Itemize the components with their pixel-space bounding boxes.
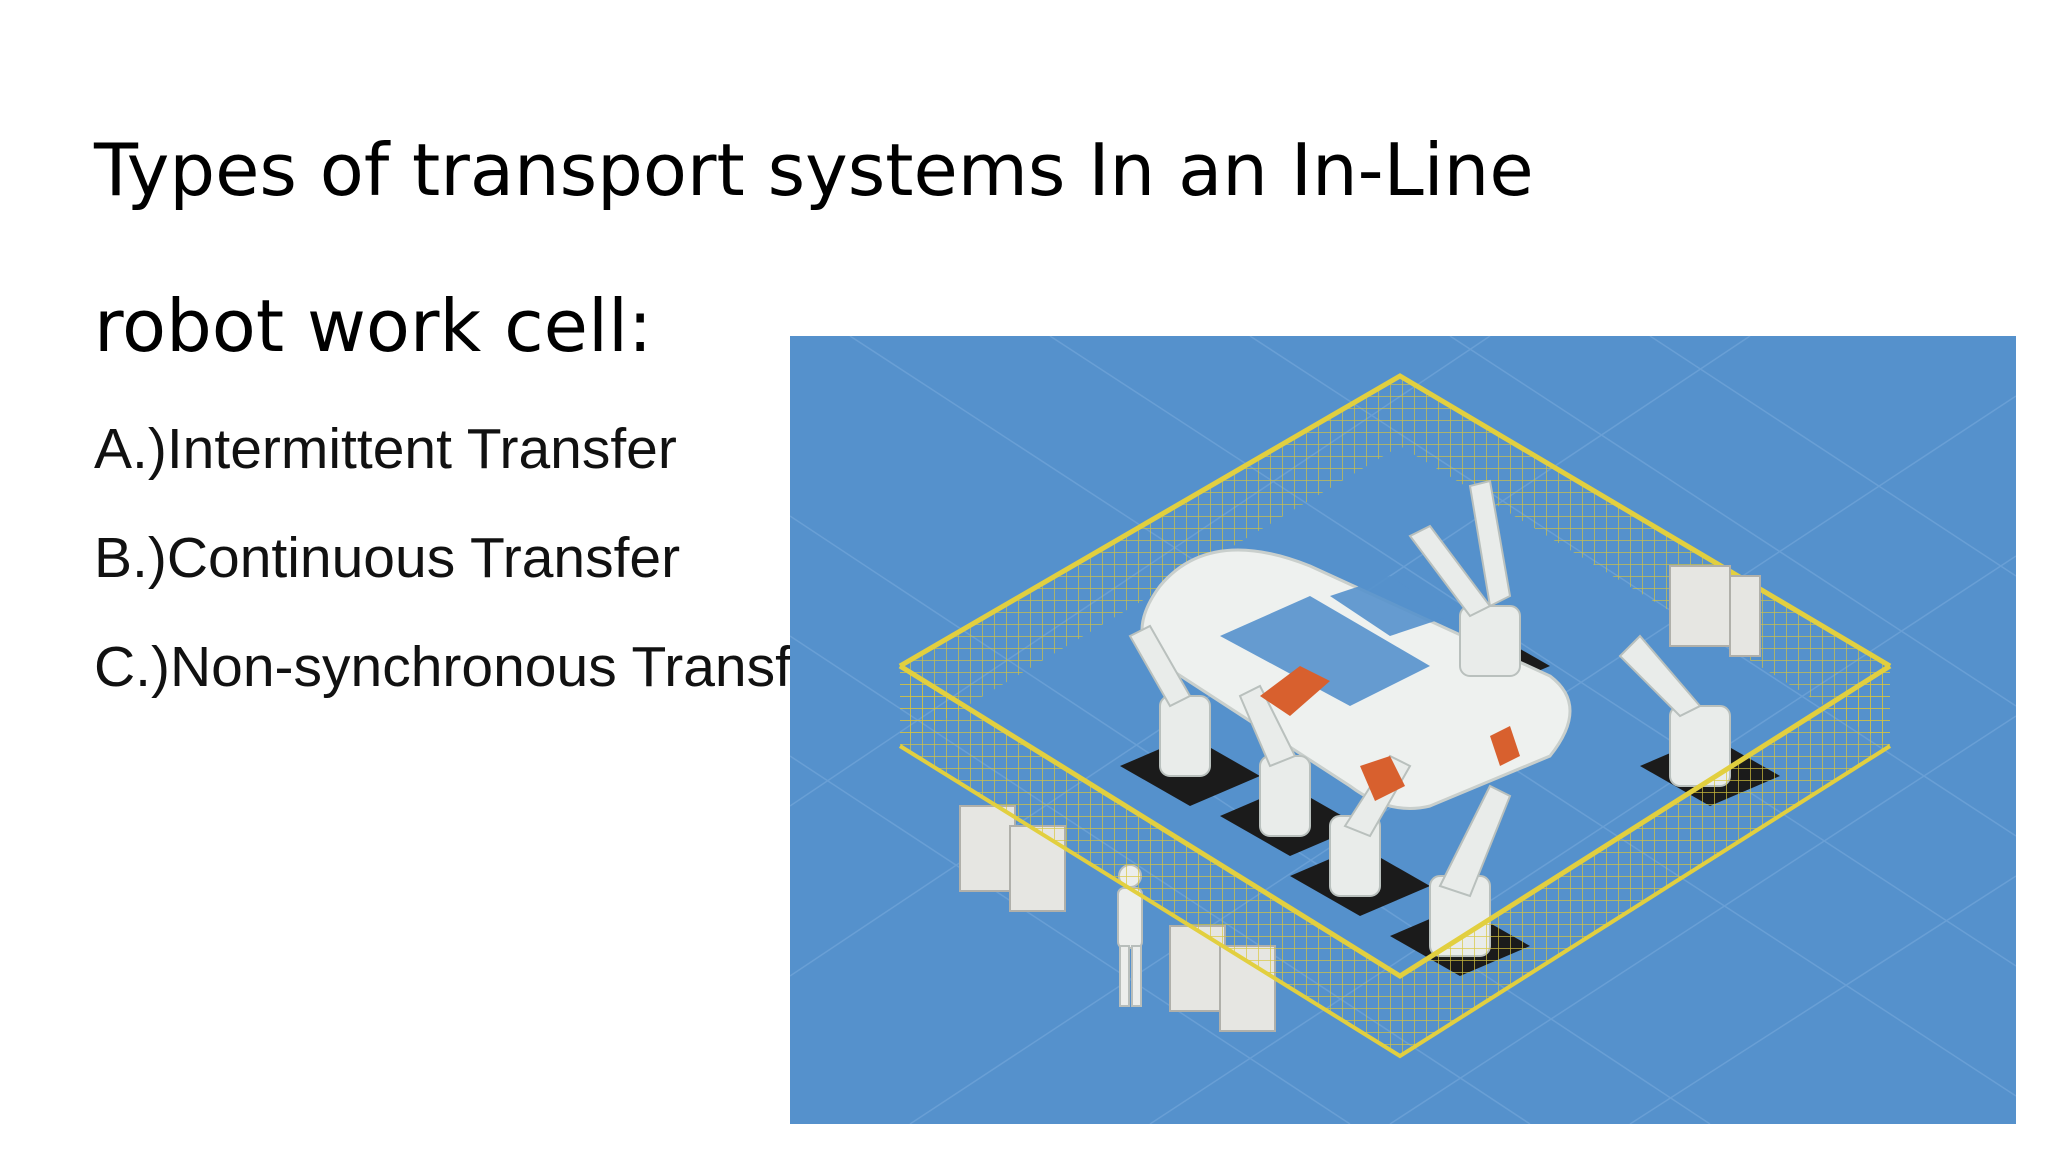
grippers — [1260, 666, 1520, 801]
slide-title-line-2: robot work cell: — [94, 284, 653, 368]
control-cabinets — [959, 565, 1761, 1032]
fence-front-right — [1400, 666, 1890, 1056]
robot-cell-drawing — [790, 336, 2016, 1124]
robot-work-cell-image — [790, 336, 2016, 1124]
list-item: B.)Continuous Transfer — [94, 526, 681, 590]
list-item: A.)Intermittent Transfer — [94, 417, 677, 481]
robots — [1128, 479, 1731, 957]
human-operator — [1117, 864, 1143, 1007]
fence-back-left — [900, 376, 1400, 746]
fence-front-left — [900, 666, 1400, 1056]
fence-back-right — [1400, 376, 1890, 746]
slide-title-line-1: Types of transport systems In an In-Line — [94, 128, 1534, 212]
list-item: C.)Non-synchronous Transfer — [94, 635, 842, 699]
